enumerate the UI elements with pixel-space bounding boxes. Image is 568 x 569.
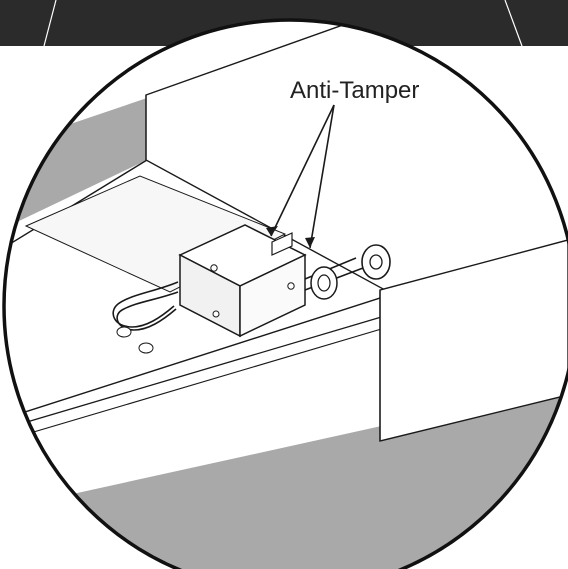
roller-lever-icon	[304, 244, 391, 300]
anti-tamper-callout-label: Anti-Tamper	[290, 77, 419, 104]
mounting-holes	[116, 326, 154, 354]
cable-loop-icon	[112, 281, 179, 331]
callout-leaders	[266, 104, 335, 249]
anti-tamper-switch-icon	[178, 224, 307, 338]
detail-circle-outline	[2, 18, 568, 569]
left-gray-surface	[4, 98, 147, 230]
bottom-gray-surface	[4, 385, 568, 569]
